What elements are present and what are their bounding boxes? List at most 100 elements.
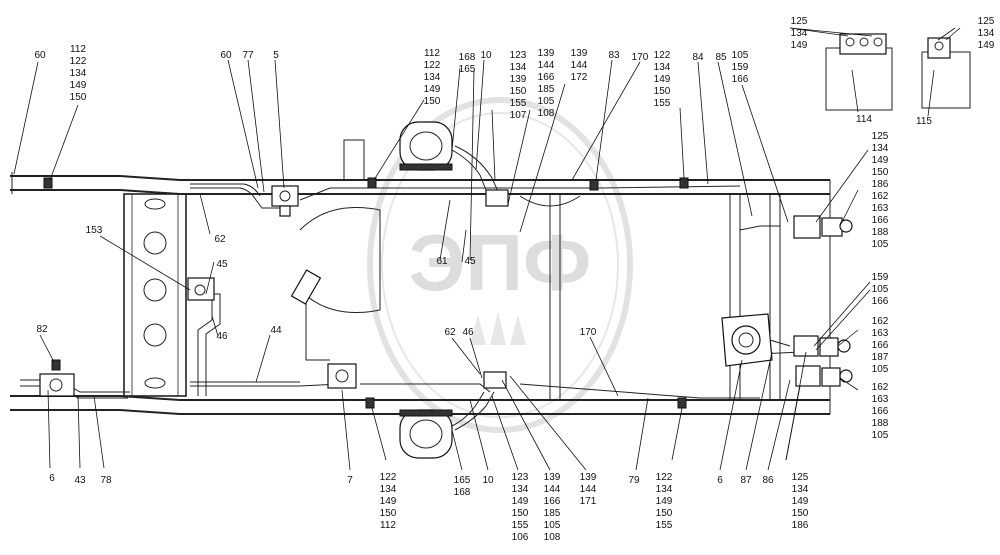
callout-line: 134	[380, 484, 397, 495]
callout-line: 79	[628, 475, 640, 486]
callout-line: 5	[273, 50, 279, 61]
callout-line: 134	[510, 62, 527, 73]
callout-line: 122	[656, 472, 673, 483]
callout-line: 155	[654, 98, 671, 109]
callout-line: 45	[464, 256, 476, 267]
callout-line: 170	[580, 327, 597, 338]
callout-line: 150	[654, 86, 671, 97]
callout-line: 149	[656, 496, 673, 507]
rear-cross-members	[519, 194, 781, 400]
callout-62-left: 62	[214, 234, 226, 245]
callout-line: 166	[538, 72, 555, 83]
callout-line: 78	[100, 475, 112, 486]
callout-line: 134	[654, 62, 671, 73]
callout-6-right: 6	[717, 475, 723, 486]
callout-line: 149	[424, 84, 441, 95]
callout-line: 125	[978, 16, 995, 27]
watermark-logo: ЭПФ	[367, 97, 633, 433]
callout-line: 10	[482, 475, 494, 486]
fittings	[43, 177, 689, 409]
callout-line: 166	[872, 340, 889, 351]
callout-line: 168	[459, 52, 476, 63]
callout-line: 123	[512, 472, 529, 483]
callout-line: 115	[916, 116, 932, 127]
callout-86: 86	[762, 475, 774, 486]
callout-line: 112	[380, 520, 396, 531]
callout-line: 172	[571, 72, 588, 83]
callout-line: 45	[216, 259, 228, 270]
callout-line: 105	[872, 430, 889, 441]
callout-line: 134	[70, 68, 87, 79]
valve-5	[271, 185, 299, 217]
callout-line: 139	[538, 48, 555, 59]
watermark-text: ЭПФ	[409, 218, 592, 307]
callout-line: 166	[732, 74, 749, 85]
callout-line: 6	[49, 473, 55, 484]
callout-line: 112	[424, 48, 440, 59]
tank-outline	[299, 139, 381, 313]
callout-line: 159	[872, 272, 889, 283]
front-cross-member	[123, 193, 187, 397]
callout-line: 46	[462, 327, 474, 338]
callout-line: 134	[791, 28, 808, 39]
callout-line: 149	[512, 496, 529, 507]
callout-line: 166	[872, 406, 889, 417]
leader-lines	[13, 27, 961, 471]
callout-line: 134	[512, 484, 529, 495]
callout-line: 187	[872, 352, 889, 363]
valve-153	[187, 277, 215, 301]
detail-view-114	[825, 33, 893, 111]
callout-line: 134	[424, 72, 441, 83]
callout-line: 144	[571, 60, 588, 71]
brake-hoses	[451, 145, 509, 431]
callout-line: 84	[692, 52, 704, 63]
callout-line: 150	[424, 96, 441, 107]
callout-6-left: 6	[49, 473, 55, 484]
callout-45-left: 45	[216, 259, 228, 270]
callout-77: 77	[242, 50, 254, 61]
callout-line: 144	[538, 60, 555, 71]
callout-60-mid: 60	[220, 50, 232, 61]
callout-line: 149	[791, 40, 808, 51]
callout-line: 139	[571, 48, 588, 59]
callout-78: 78	[100, 475, 112, 486]
callout-7: 7	[347, 475, 353, 486]
cylinder-upright	[290, 269, 322, 305]
callout-line: 149	[978, 40, 995, 51]
callout-62-lower: 62	[444, 327, 456, 338]
valve-7	[327, 363, 357, 389]
callout-line: 162	[872, 316, 889, 327]
callout-79: 79	[628, 475, 640, 486]
callout-line: 150	[510, 86, 527, 97]
callout-line: 7	[347, 475, 353, 486]
callout-10-upper: 10	[480, 50, 492, 61]
callout-46-lower: 46	[462, 327, 474, 338]
callout-line: 114	[856, 114, 872, 125]
callout-line: 165	[454, 475, 471, 486]
callout-line: 163	[872, 394, 889, 405]
callout-line: 62	[444, 327, 456, 338]
callout-line: 122	[654, 50, 671, 61]
callout-line: 150	[872, 167, 889, 178]
callout-line: 105	[872, 364, 889, 375]
callout-line: 87	[740, 475, 752, 486]
callout-line: 163	[872, 328, 889, 339]
callout-line: 150	[380, 508, 397, 519]
callout-line: 86	[762, 475, 774, 486]
callout-line: 139	[580, 472, 597, 483]
callout-line: 149	[872, 155, 889, 166]
